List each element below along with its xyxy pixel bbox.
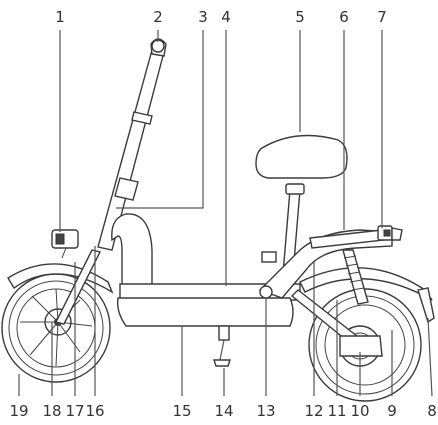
front-wheel xyxy=(1,273,111,383)
rear-hub-motor xyxy=(339,335,383,357)
label-7: 7 xyxy=(377,8,387,26)
seat-clamp xyxy=(285,183,305,195)
seat xyxy=(255,134,348,179)
kickstand xyxy=(213,325,231,367)
label-1: 1 xyxy=(55,8,65,26)
frame-pivot xyxy=(259,285,273,299)
label-2: 2 xyxy=(153,8,163,26)
headlight xyxy=(51,229,79,259)
label-12: 12 xyxy=(304,402,323,420)
label-10: 10 xyxy=(350,402,369,420)
label-15: 15 xyxy=(172,402,191,420)
tail-light xyxy=(377,225,403,241)
label-3: 3 xyxy=(198,8,208,26)
label-6: 6 xyxy=(339,8,349,26)
label-11: 11 xyxy=(327,402,346,420)
frame-bracket xyxy=(261,251,277,263)
rear-shock-absorber xyxy=(342,249,369,305)
leader-lines xyxy=(18,30,433,397)
label-14: 14 xyxy=(214,402,233,420)
front-fork xyxy=(54,249,102,325)
label-13: 13 xyxy=(256,402,275,420)
rear-mudflap xyxy=(417,287,435,324)
bottom-labels: 19 18 17 16 15 14 13 12 11 10 9 8 xyxy=(9,402,436,420)
front-frame-loop xyxy=(111,213,153,293)
label-4: 4 xyxy=(221,8,231,26)
rear-fender xyxy=(299,267,433,301)
label-5: 5 xyxy=(295,8,305,26)
label-16: 16 xyxy=(85,402,104,420)
label-9: 9 xyxy=(387,402,397,420)
steering-column xyxy=(97,38,167,251)
label-8: 8 xyxy=(427,402,437,420)
label-18: 18 xyxy=(42,402,61,420)
scooter-illustration xyxy=(1,38,435,402)
label-17: 17 xyxy=(65,402,84,420)
top-labels: 1 2 3 4 5 6 7 xyxy=(55,8,387,26)
label-19: 19 xyxy=(9,402,28,420)
deck xyxy=(116,283,301,327)
